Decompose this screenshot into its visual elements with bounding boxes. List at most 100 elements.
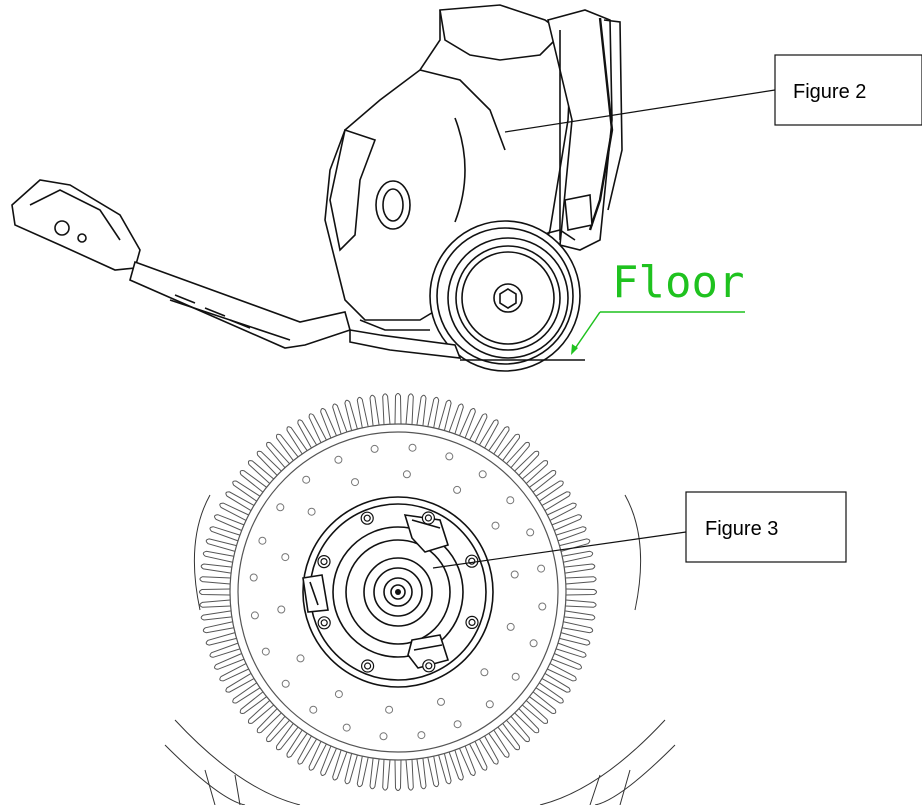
plate-hole (309, 705, 318, 714)
bristle-tooth (555, 526, 587, 542)
plate-hole (538, 602, 547, 611)
plate-hole (351, 478, 359, 487)
bristle-tooth (200, 563, 232, 574)
bristle-tooth (202, 550, 234, 563)
plate-hole (334, 690, 343, 699)
plate-hole (526, 528, 535, 537)
hub-screw (425, 662, 433, 670)
bristle-tooth (521, 460, 549, 484)
plate-hole (370, 444, 379, 453)
bristle-tooth (308, 741, 327, 771)
plate-hole (453, 720, 462, 729)
bristle-tooth (551, 653, 582, 670)
bristle-tooth (514, 708, 540, 734)
machine-side-view (11, 4, 623, 372)
bristle-tooth (427, 396, 440, 428)
bristle-tooth (438, 753, 452, 785)
plate-hole (445, 452, 454, 461)
bristle-tooth (564, 610, 596, 621)
bristle-tooth (427, 756, 440, 788)
plate-hole (385, 705, 394, 714)
bristle-tooth (565, 576, 597, 585)
bristle-tooth (320, 745, 337, 776)
bristle-tooth (529, 691, 557, 714)
floor-annotation: Floor (571, 257, 745, 355)
bristle-tooth (488, 729, 510, 758)
plate-hole (277, 605, 286, 614)
bristle-tooth (356, 396, 369, 428)
bristle-tooth (232, 682, 261, 704)
bristle-tooth (565, 588, 597, 596)
bristle-tooth (344, 753, 358, 785)
plate-hole (302, 475, 311, 484)
figure2-leader-line (504, 89, 776, 133)
bristle-tooth (497, 433, 520, 461)
bristle-tooth (344, 399, 358, 431)
bristle-tooth (478, 419, 499, 449)
plate-hole (408, 443, 417, 452)
plate-hole (437, 697, 445, 706)
plate-hole (478, 470, 487, 479)
plate-holes (249, 443, 547, 741)
hub-screw (364, 662, 372, 670)
figure2-label: Figure 2 (793, 81, 866, 103)
bristle-tooth (405, 759, 414, 791)
bristle-tooth (308, 413, 327, 443)
bristle-tooth (497, 723, 520, 751)
bristle-tooth (266, 715, 290, 743)
bristle-tooth (459, 745, 476, 776)
plate-hole (342, 723, 351, 732)
bristle-tooth (448, 403, 464, 435)
bristle-tooth (214, 514, 245, 531)
bristle-tooth (225, 672, 255, 693)
bristle-tooth (209, 642, 241, 658)
bristle-tooth (551, 514, 582, 531)
bristle-tooth (297, 419, 318, 449)
bristle-tooth (559, 632, 591, 646)
bristle-tooth (369, 758, 380, 790)
bristle-tooth (488, 426, 510, 455)
bristle-tooth (286, 729, 308, 758)
handle-arm (11, 179, 351, 349)
figure3-callout: Figure 3 (432, 491, 847, 569)
bristle-tooth (565, 599, 597, 608)
bristle-tooth (416, 758, 427, 790)
plate-hole (510, 570, 519, 579)
bristle-tooth (535, 480, 564, 502)
bristle-tooth (469, 741, 488, 771)
bristle-tooth (541, 491, 571, 512)
plate-hole (491, 521, 500, 530)
central-hub (302, 496, 494, 688)
bristle-tooth (297, 735, 318, 765)
bristle-tooth (478, 735, 499, 765)
bristle-tooth (219, 502, 249, 521)
bristle-tooth (547, 663, 577, 682)
plate-hole (506, 622, 515, 631)
plate-hole (296, 654, 305, 663)
bristle-tooth (256, 450, 282, 476)
bristle-tooth (225, 491, 255, 512)
bristle-tooth (562, 550, 594, 563)
plate-hole (334, 455, 343, 464)
bristle-tooth (209, 526, 241, 542)
bristle-tooth (382, 759, 391, 791)
plate-hole (506, 496, 515, 505)
bristle-tooth (232, 480, 261, 502)
plate-hole (453, 485, 462, 494)
bristle-tooth (205, 632, 237, 646)
plate-hole (480, 668, 489, 677)
bristle-tooth (521, 700, 549, 724)
bristle-tooth (564, 563, 596, 574)
figure2-callout: Figure 2 (504, 54, 922, 133)
bristle-tooth (286, 426, 308, 455)
wheel (429, 220, 581, 372)
floor-label: Floor (612, 257, 744, 308)
hub-screw (468, 618, 476, 627)
base-skid (349, 329, 585, 361)
bristle-tooth (541, 672, 571, 693)
figure3-label-box (685, 491, 847, 563)
bristle-tooth (199, 588, 231, 596)
bristle-tooth (535, 682, 564, 704)
bristle-tooth (199, 599, 231, 608)
